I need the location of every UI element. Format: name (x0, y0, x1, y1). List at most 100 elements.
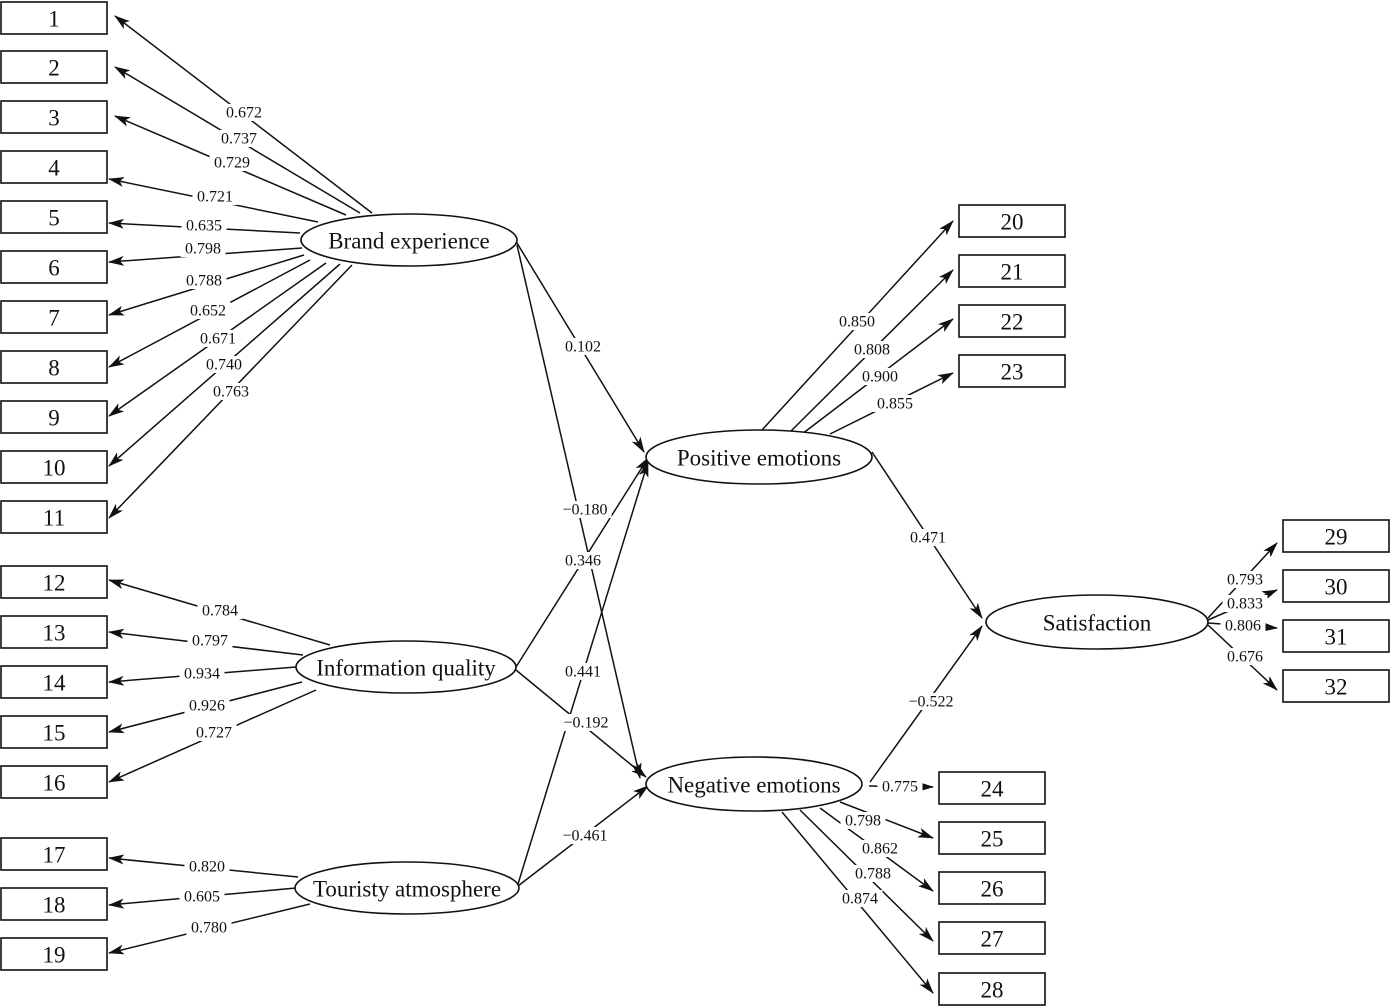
path-coefficient-be-ne-bg (558, 501, 612, 518)
indicator-box-frame (1282, 569, 1390, 603)
loading-label-24: 0.775 (882, 779, 918, 796)
indicator-box-frame (0, 565, 108, 599)
indicator-label: 18 (43, 893, 66, 918)
loading-label-11-bg (208, 383, 254, 400)
indicator-box-frame (0, 500, 108, 534)
loading-label-26-bg (857, 840, 903, 857)
indicator-box-frame (0, 400, 108, 434)
loading-label-6: 0.798 (185, 241, 221, 258)
path-coefficient-ta-ne: −0.461 (562, 828, 607, 845)
indicator-box-6: 6 (0, 250, 108, 284)
loading-label-31: 0.806 (1225, 618, 1261, 635)
loading-label-25: 0.798 (845, 813, 881, 830)
indicator-box-15: 15 (0, 715, 108, 749)
loading-label-6-bg (180, 240, 226, 257)
indicator-box-14: 14 (0, 665, 108, 699)
path-coefficient-ne-sa: −0.522 (908, 694, 953, 711)
loading-label-15-bg (184, 697, 230, 714)
indicator-box-30: 30 (1282, 569, 1390, 603)
indicator-box-frame (1282, 669, 1390, 703)
indicator-label: 16 (43, 771, 66, 796)
indicator-label: 8 (48, 356, 60, 381)
indicator-box-16: 16 (0, 765, 108, 799)
indicator-label: 15 (43, 721, 66, 746)
indicator-box-25: 25 (938, 821, 1046, 855)
loading-label-13: 0.797 (192, 633, 228, 650)
indicator-box-13: 13 (0, 615, 108, 649)
loading-label-7: 0.788 (186, 273, 222, 290)
loading-label-21: 0.808 (854, 342, 890, 359)
path-coefficient-iq-pe-bg (560, 552, 606, 569)
path-coefficient-iq-pe: 0.346 (565, 553, 601, 570)
latent-ellipse (985, 594, 1209, 650)
indicator-box-9: 9 (0, 400, 108, 434)
path-coefficient-pe-sa-bg (905, 529, 951, 546)
indicator-box-4: 4 (0, 150, 108, 184)
indicator-box-1: 1 (0, 1, 108, 35)
indicator-label: 32 (1325, 675, 1348, 700)
loading-label-28-bg (837, 890, 883, 907)
indicator-box-frame (0, 200, 108, 234)
indicator-label: 6 (48, 256, 60, 281)
indicator-box-18: 18 (0, 887, 108, 921)
indicator-label: 25 (981, 827, 1004, 852)
indicator-label: 1 (48, 7, 60, 32)
indicator-label: 11 (43, 506, 65, 531)
indicator-box-frame (938, 771, 1046, 805)
indicator-box-frame (938, 921, 1046, 955)
loading-label-1: 0.672 (226, 105, 262, 122)
indicator-box-frame (958, 304, 1066, 338)
loading-label-10: 0.740 (206, 357, 242, 374)
indicator-box-5: 5 (0, 200, 108, 234)
loading-label-4: 0.721 (197, 189, 233, 206)
indicator-box-frame (0, 100, 108, 134)
indicator-box-frame (0, 300, 108, 334)
indicator-box-frame (0, 765, 108, 799)
indicator-box-frame (0, 665, 108, 699)
indicator-box-11: 11 (0, 500, 108, 534)
loading-label-31-bg (1220, 617, 1266, 634)
indicator-box-frame (1282, 519, 1390, 553)
loading-label-27-bg (850, 865, 896, 882)
indicator-label: 9 (48, 406, 60, 431)
loading-label-23: 0.855 (877, 396, 913, 413)
path-coefficient-be-pe: 0.102 (565, 339, 601, 356)
latent-label: Satisfaction (1043, 611, 1152, 636)
path-coefficient-be-ne: −0.180 (562, 502, 607, 519)
latent-information-quality: Information quality (295, 640, 517, 694)
latent-satisfaction: Satisfaction (985, 594, 1209, 650)
loading-label-27: 0.788 (855, 866, 891, 883)
loading-label-3-bg (209, 154, 255, 171)
latent-negative-emotions: Negative emotions (645, 756, 863, 812)
indicator-box-frame (938, 972, 1046, 1006)
loading-label-21-bg (849, 341, 895, 358)
indicator-label: 30 (1325, 575, 1348, 600)
path-coefficient-iq-ne-bg (559, 714, 613, 731)
indicator-box-26: 26 (938, 871, 1046, 905)
latent-ellipse (294, 861, 520, 915)
latent-label: Brand experience (328, 229, 490, 254)
loading-label-32-bg (1222, 648, 1268, 665)
indicator-box-12: 12 (0, 565, 108, 599)
path-coefficient-ta-pe-bg (560, 663, 606, 680)
loading-label-11: 0.763 (213, 384, 249, 401)
loading-label-30: 0.833 (1227, 596, 1263, 613)
indicator-label: 5 (48, 206, 60, 231)
indicator-box-frame (0, 250, 108, 284)
indicator-label: 22 (1001, 310, 1024, 335)
indicator-label: 31 (1325, 625, 1348, 650)
indicator-label: 4 (48, 156, 60, 181)
loading-label-18: 0.605 (184, 889, 220, 906)
path-coefficient-pe-sa: 0.471 (910, 530, 946, 547)
loading-label-2-bg (216, 130, 262, 147)
loading-label-16: 0.727 (196, 725, 232, 742)
indicator-box-3: 3 (0, 100, 108, 134)
indicator-box-frame (0, 887, 108, 921)
indicator-box-29: 29 (1282, 519, 1390, 553)
indicator-box-27: 27 (938, 921, 1046, 955)
indicator-label: 19 (43, 943, 66, 968)
indicator-label: 14 (43, 671, 67, 696)
loading-label-14: 0.934 (184, 666, 220, 683)
loading-arrow-25 (839, 801, 934, 839)
